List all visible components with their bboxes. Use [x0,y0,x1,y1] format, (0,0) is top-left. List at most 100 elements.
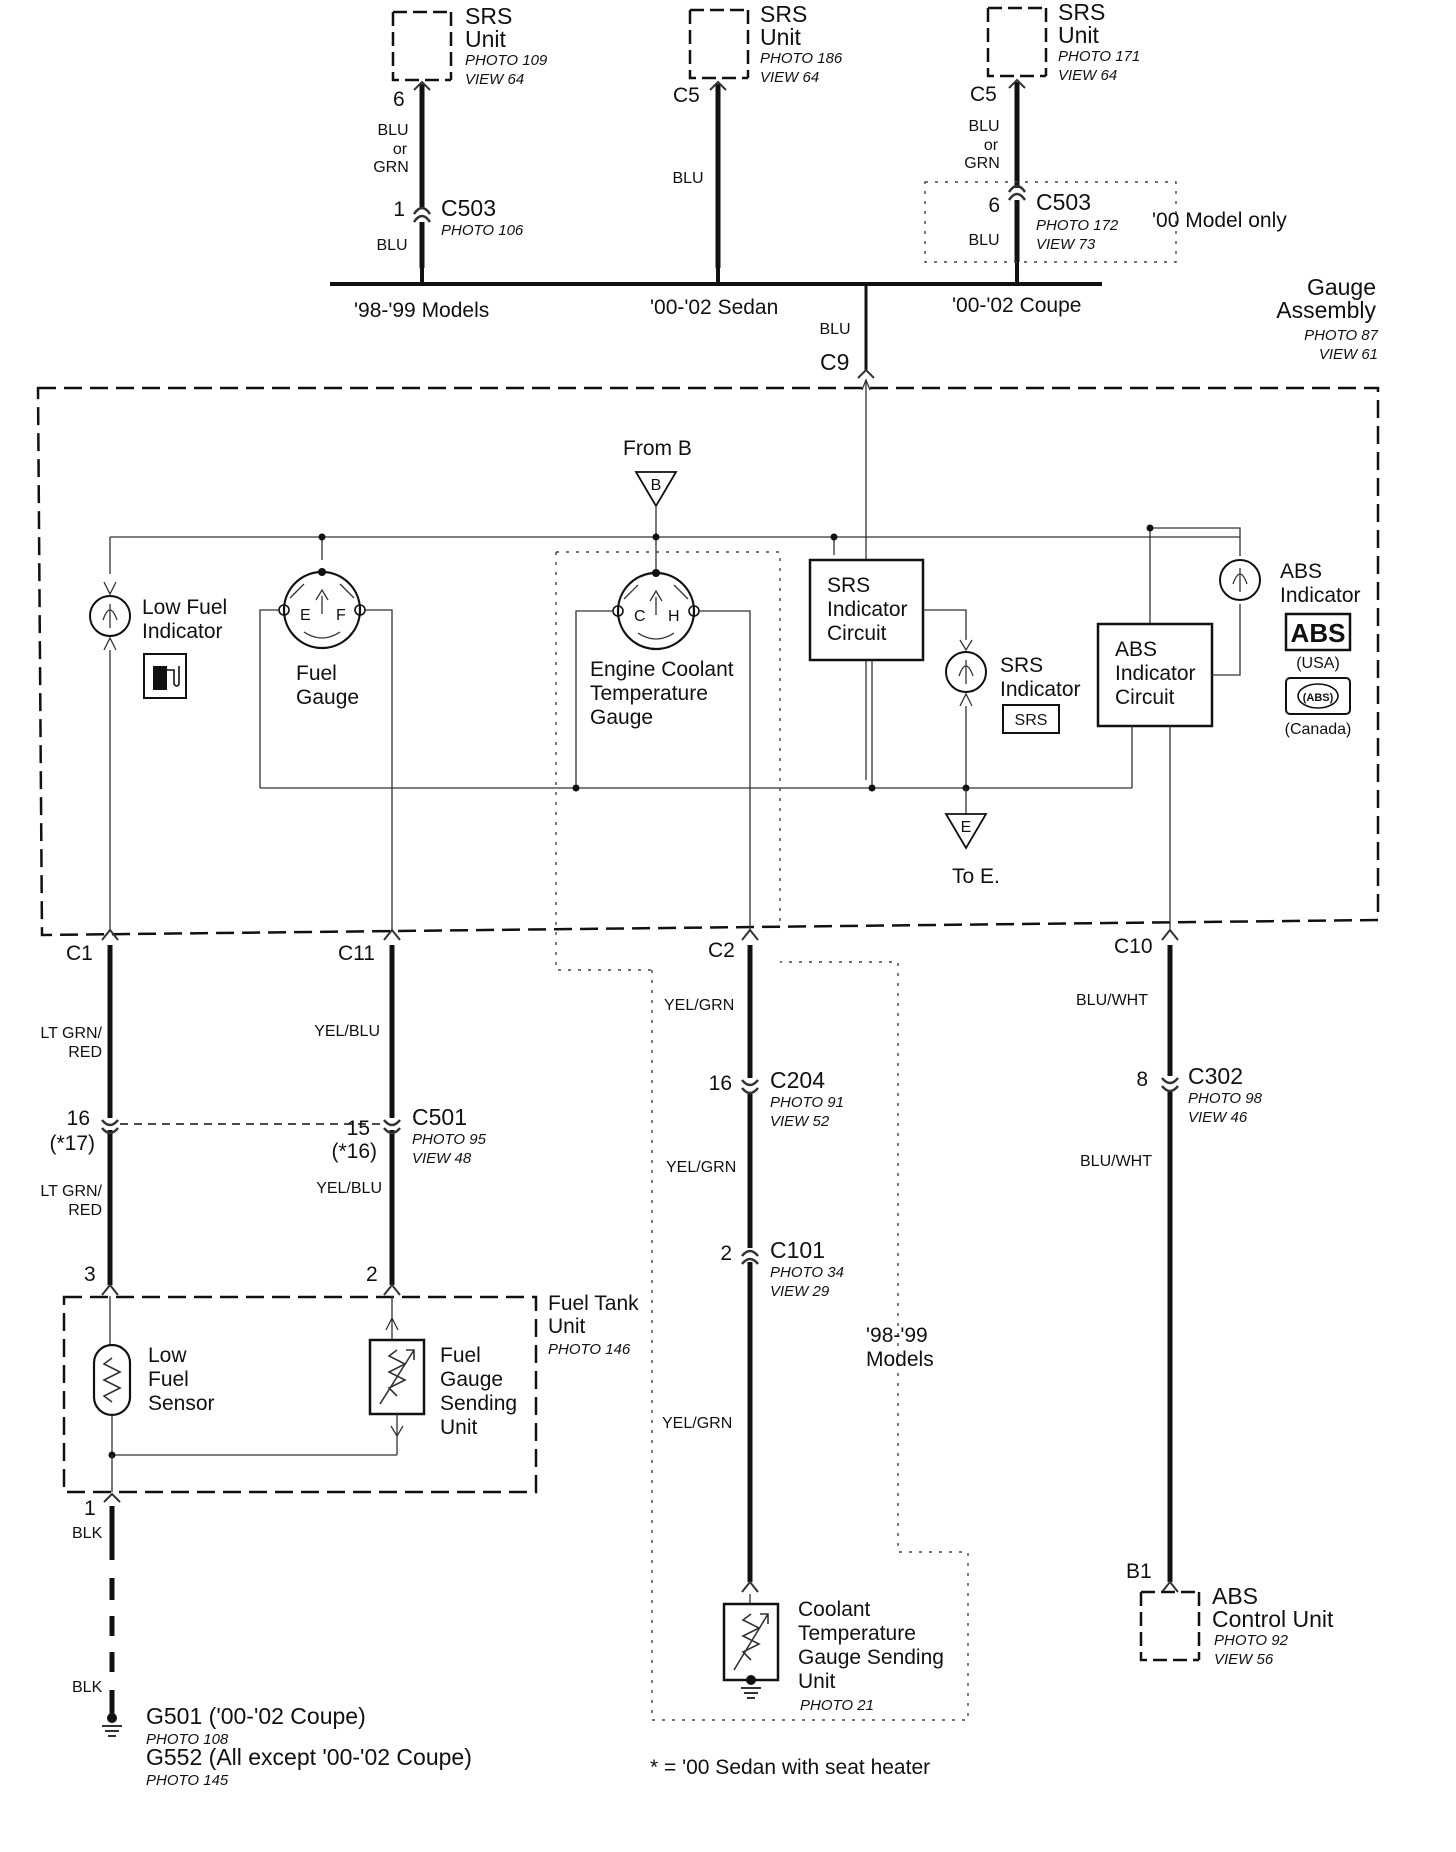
ctsu-l1: Coolant [798,1598,871,1621]
srs-wires [330,78,1102,286]
gauge-assembly-title: Gauge [1307,274,1376,300]
srs-unit-left-view: VIEW 64 [465,71,524,88]
c204-pin: 16 [709,1072,732,1095]
c501-pin-right: 15 [347,1117,370,1140]
to-e-letter: E [961,819,972,836]
abs-circuit-l1: ABS [1115,638,1157,661]
models-98-99-region: '98-'99 Models [651,961,969,1721]
coolant-temperature-sending-unit: Coolant Temperature Gauge Sending Unit P… [722,1580,944,1714]
below-c501-yb: YEL/BLU [316,1180,382,1197]
c204-view: VIEW 52 [770,1113,830,1130]
srs-unit-mid-photo: PHOTO 186 [760,50,843,67]
fuel-tank-ground-line [103,1451,397,1718]
c10-name: C10 [1114,935,1153,958]
lower-wire-labels: LT GRN/ RED YEL/BLU YEL/GRN BLU/WHT 16 (… [40,992,1262,1432]
abs-control-photo: PHOTO 92 [1214,1632,1289,1649]
ground-wire-b: BLK [72,1679,103,1696]
fuel-tank-pin-3: 3 [84,1263,96,1286]
wire-blu-4: BLU [968,232,999,249]
ect-gauge-c: C [634,608,646,625]
from-b-label: From B [623,437,692,460]
connector-labels-gauge: C1 C11 C2 C10 [66,935,1153,965]
c503-model-only-note: '00 Model only [1152,209,1287,232]
low-fuel-sensor-l2: Fuel [148,1368,189,1391]
abs-indicator-badge: ABS [1291,618,1346,648]
srs-circuit-l2: Indicator [827,598,908,621]
ctsu-l2: Temperature [798,1622,916,1645]
c204-name: C204 [770,1067,825,1093]
gauge-assembly-view: VIEW 61 [1319,346,1378,363]
c503-left-pin: 1 [393,198,405,221]
c204-wire-below: YEL/GRN [666,1159,736,1176]
srs-unit-left-sub: Unit [465,26,507,52]
c501-pin-left: 16 [67,1107,90,1130]
srs-unit-mid-view: VIEW 64 [760,69,819,86]
srs-unit-left-title: SRS [465,3,512,29]
fuel-tank-l1: Fuel Tank [548,1292,639,1315]
c101-pin: 2 [720,1242,732,1265]
fuel-gauge-l2: Gauge [296,686,359,709]
ect-gauge: C H Engine Coolant Temperature Gauge [555,551,781,971]
c11-wire: YEL/BLU [314,1023,380,1040]
abs-indicator-canada: (Canada) [1285,721,1352,738]
c10-wire: BLU/WHT [1076,992,1148,1009]
srs-unit-mid-sub: Unit [760,24,802,50]
footnote: * = '00 Sedan with seat heater [650,1756,930,1779]
ground-wire-a: BLK [72,1525,103,1542]
ect-gauge-l1: Engine Coolant [590,658,734,681]
c501-pin-right-alt: (*16) [331,1140,377,1163]
ground-g552-photo: PHOTO 145 [146,1772,229,1789]
fuel-tank-pin-2: 2 [366,1263,378,1286]
fgsu-l2: Gauge [440,1368,503,1391]
low-fuel-indicator-l1: Low Fuel [142,596,227,619]
wire-blu-3: BLU [968,118,999,135]
c501-name: C501 [412,1104,467,1130]
wire-blu-2: BLU [376,237,407,254]
c501-pin-left-alt: (*17) [49,1132,95,1155]
fuel-gauge-f: F [336,607,346,624]
c302-photo: PHOTO 98 [1188,1090,1263,1107]
abs-circuit-l3: Circuit [1115,686,1175,709]
c2-name: C2 [708,939,735,962]
abs-indicator-usa: (USA) [1296,655,1340,672]
c11-name: C11 [338,942,375,965]
abs-indicator-badge2: (ABS) [1303,692,1334,704]
srs-unit-right-sub: Unit [1058,22,1100,48]
label-00-02-coupe: '00-'02 Coupe [952,294,1081,317]
c101-photo: PHOTO 34 [770,1264,844,1281]
ect-gauge-l3: Gauge [590,706,653,729]
srs-unit-mid: SRS Unit PHOTO 186 VIEW 64 C5 [673,1,843,107]
srs-unit-left-pin: 6 [393,88,405,111]
srs-circuit-l1: SRS [827,574,870,597]
c302-view: VIEW 46 [1188,1109,1248,1126]
abs-indicator-circuit: ABS Indicator Circuit [1096,604,1241,930]
c503-left-name: C503 [441,195,496,221]
low-fuel-sensor-l1: Low [148,1344,187,1367]
c302-name: C302 [1188,1063,1243,1089]
c101-wire-below: YEL/GRN [662,1415,732,1432]
c101-name: C101 [770,1237,825,1263]
models-98-99-l1: '98-'99 [866,1324,928,1347]
ect-gauge-l2: Temperature [590,682,708,705]
gauge-assembly-sub: Assembly [1276,297,1376,323]
from-b-letter: B [651,477,662,494]
c501-photo: PHOTO 95 [412,1131,487,1148]
srs-unit-mid-pin: C5 [673,84,700,107]
low-fuel-indicator: Low Fuel Indicator [89,581,227,930]
wire-blu-mid: BLU [672,170,703,187]
gauge-assembly-label: Gauge Assembly PHOTO 87 VIEW 61 [1276,274,1378,363]
fuel-gauge-l1: Fuel [296,662,337,685]
wire-or-1: or [393,141,408,158]
abs-control-pin: B1 [1126,1560,1152,1583]
c503-left-photo: PHOTO 106 [441,222,524,239]
c101-view: VIEW 29 [770,1283,830,1300]
wire-grn-1: GRN [373,159,409,176]
abs-control-view: VIEW 56 [1214,1651,1274,1668]
srs-unit-mid-title: SRS [760,1,807,27]
c503-right-optional: 6 C503 PHOTO 172 VIEW 73 BLU '00 Model o… [924,181,1287,263]
c302-wire-below: BLU/WHT [1080,1153,1152,1170]
fuel-tank-pin-1: 1 [84,1497,96,1520]
abs-indicator: ABS Indicator ABS (USA) (ABS) (Canada) [1219,559,1361,738]
label-00-02-sedan: '00-'02 Sedan [650,296,778,319]
gauge-assembly-photo: PHOTO 87 [1304,327,1379,344]
